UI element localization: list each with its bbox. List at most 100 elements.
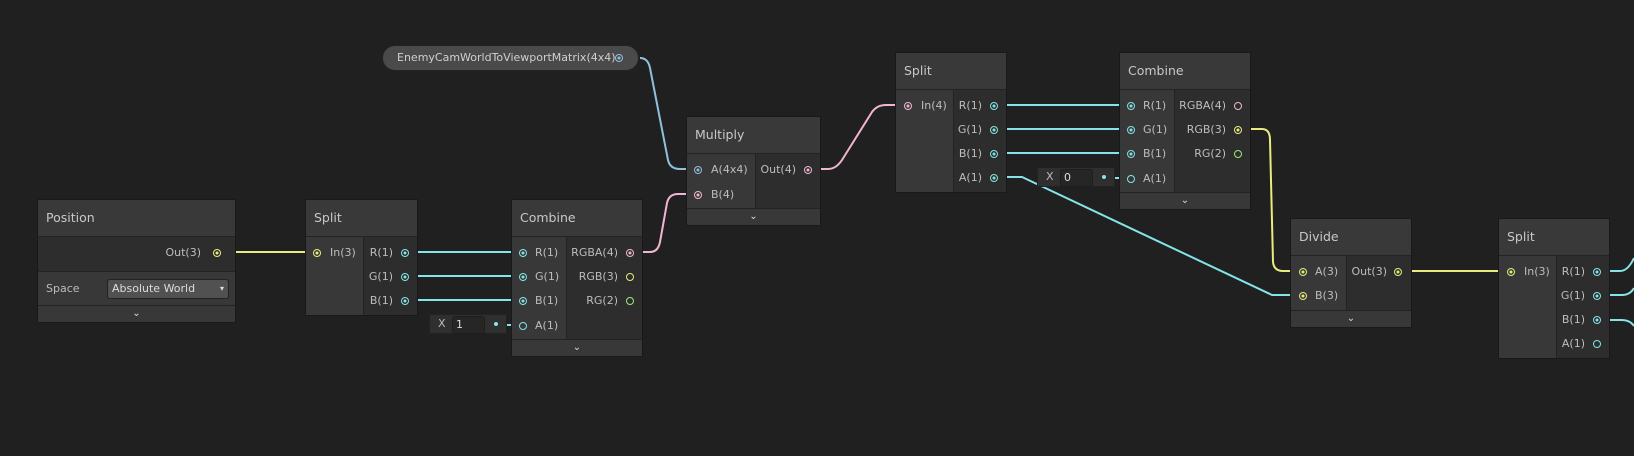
output-port-label: G(1) xyxy=(1560,289,1585,302)
port-icon[interactable] xyxy=(904,102,912,110)
multiply-node[interactable]: Multiply A(4x4) B(4) Out(4) ⌄ xyxy=(686,116,821,226)
port-icon xyxy=(494,322,498,326)
combine-node-1[interactable]: Combine R(1) G(1) B(1) A(1) RGBA(4) RGB(… xyxy=(511,199,643,357)
port-icon[interactable] xyxy=(213,249,221,257)
dropdown-arrow-icon: ▾ xyxy=(219,284,224,293)
port-icon[interactable] xyxy=(626,297,634,305)
port-icon[interactable] xyxy=(626,273,634,281)
node-title: Multiply xyxy=(687,117,820,154)
port-icon[interactable] xyxy=(1299,292,1307,300)
port-icon[interactable] xyxy=(401,297,409,305)
port-icon[interactable] xyxy=(990,126,998,134)
port-icon[interactable] xyxy=(1127,150,1135,158)
output-port-label: RGB(3) xyxy=(1186,123,1226,136)
port-icon[interactable] xyxy=(990,150,998,158)
output-port-label: Out(4) xyxy=(760,163,796,176)
port-icon[interactable] xyxy=(1593,340,1601,348)
expand-chevron-icon[interactable]: ⌄ xyxy=(512,339,642,356)
port-icon[interactable] xyxy=(1127,126,1135,134)
x-value-input[interactable]: 0 xyxy=(1060,169,1093,187)
output-port-label: R(1) xyxy=(1561,265,1585,278)
input-port-label: B(3) xyxy=(1315,289,1339,302)
port-icon[interactable] xyxy=(1299,268,1307,276)
input-port-label: B(1) xyxy=(535,294,559,307)
output-port-label: G(1) xyxy=(368,270,393,283)
output-port-label: RGBA(4) xyxy=(571,246,618,259)
node-title: Position xyxy=(38,200,235,237)
port-icon[interactable] xyxy=(1593,268,1601,276)
input-port-label: A(1) xyxy=(535,319,559,332)
edge-split3-b[interactable] xyxy=(1603,319,1634,327)
port-icon[interactable] xyxy=(1234,150,1242,158)
node-title: Split xyxy=(896,53,1006,90)
input-port-label: B(1) xyxy=(1143,147,1167,160)
combine2-a-input-field[interactable]: X 0 xyxy=(1037,167,1115,187)
edge-combine1-multiply[interactable] xyxy=(635,193,693,253)
output-port-label: Out(3) xyxy=(1351,265,1387,278)
edge-multiply-split2[interactable] xyxy=(813,104,902,170)
space-dropdown[interactable]: Absolute World ▾ xyxy=(107,279,229,299)
divide-node[interactable]: Divide A(3) B(3) Out(3) ⌄ xyxy=(1290,218,1412,328)
space-label: Space xyxy=(46,282,80,295)
edge-split2-divide[interactable] xyxy=(1000,176,1296,296)
port-icon[interactable] xyxy=(1394,268,1402,276)
port-icon[interactable] xyxy=(1234,126,1242,134)
position-node[interactable]: Position Out(3) Space Absolute World ▾ ⌄ xyxy=(37,199,236,323)
port-icon[interactable] xyxy=(615,54,623,62)
input-port-label: A(4x4) xyxy=(711,163,748,176)
edge-property-multiply[interactable] xyxy=(639,57,693,170)
output-port-label: R(1) xyxy=(369,246,393,259)
port-icon[interactable] xyxy=(694,166,702,174)
input-port-label: G(1) xyxy=(535,270,560,283)
edge-split3-g[interactable] xyxy=(1603,287,1634,296)
port-icon[interactable] xyxy=(990,102,998,110)
property-label: EnemyCamWorldToViewportMatrix(4x4) xyxy=(397,51,616,64)
output-port-label: Out(3) xyxy=(165,246,201,259)
input-port-label: R(1) xyxy=(1143,99,1167,112)
split-node-1[interactable]: Split In(3) R(1) G(1) B(1) xyxy=(305,199,418,316)
split-node-3[interactable]: Split In(3) R(1) G(1) B(1) A(1) xyxy=(1498,218,1610,359)
port-icon[interactable] xyxy=(1593,292,1601,300)
port-icon[interactable] xyxy=(1127,102,1135,110)
expand-chevron-icon[interactable]: ⌄ xyxy=(1291,310,1411,327)
port-icon[interactable] xyxy=(519,249,527,257)
port-icon[interactable] xyxy=(694,191,702,199)
input-port-label: G(1) xyxy=(1143,123,1168,136)
port-icon[interactable] xyxy=(990,174,998,182)
port-icon[interactable] xyxy=(1234,102,1242,110)
node-title: Split xyxy=(306,200,417,237)
expand-chevron-icon[interactable]: ⌄ xyxy=(687,208,820,225)
output-port-label: B(1) xyxy=(958,147,982,160)
input-port-label: A(1) xyxy=(1143,172,1167,185)
node-title: Combine xyxy=(1120,53,1250,90)
port-icon xyxy=(1102,175,1106,179)
property-node-enemy-cam-matrix[interactable]: EnemyCamWorldToViewportMatrix(4x4) xyxy=(382,45,639,71)
output-port-label: RG(2) xyxy=(1194,147,1226,160)
output-port-label: A(1) xyxy=(958,171,982,184)
port-icon[interactable] xyxy=(401,273,409,281)
expand-chevron-icon[interactable]: ⌄ xyxy=(1120,192,1250,209)
output-port-label: RGBA(4) xyxy=(1179,99,1226,112)
combine-node-2[interactable]: Combine R(1) G(1) B(1) A(1) RGBA(4) RGB(… xyxy=(1119,52,1251,210)
input-port-label: In(3) xyxy=(330,246,356,259)
x-value-input[interactable]: 1 xyxy=(452,316,485,334)
port-icon[interactable] xyxy=(1507,268,1515,276)
input-port-label: R(1) xyxy=(535,246,559,259)
port-icon[interactable] xyxy=(401,249,409,257)
combine1-a-input-field[interactable]: X 1 xyxy=(429,314,507,334)
port-icon[interactable] xyxy=(519,322,527,330)
input-port-label: In(3) xyxy=(1524,265,1550,278)
port-icon[interactable] xyxy=(519,273,527,281)
edge-split3-r[interactable] xyxy=(1603,257,1634,272)
port-icon[interactable] xyxy=(804,166,812,174)
split-node-2[interactable]: Split In(4) R(1) G(1) B(1) A(1) xyxy=(895,52,1007,193)
output-port-label: B(1) xyxy=(1561,313,1585,326)
expand-chevron-icon[interactable]: ⌄ xyxy=(38,305,235,322)
port-icon[interactable] xyxy=(1127,175,1135,183)
port-icon[interactable] xyxy=(626,249,634,257)
port-icon[interactable] xyxy=(1593,316,1601,324)
input-port-label: A(3) xyxy=(1315,265,1339,278)
port-icon[interactable] xyxy=(519,297,527,305)
port-icon[interactable] xyxy=(313,249,321,257)
edge-combine2-divide[interactable] xyxy=(1244,128,1296,272)
